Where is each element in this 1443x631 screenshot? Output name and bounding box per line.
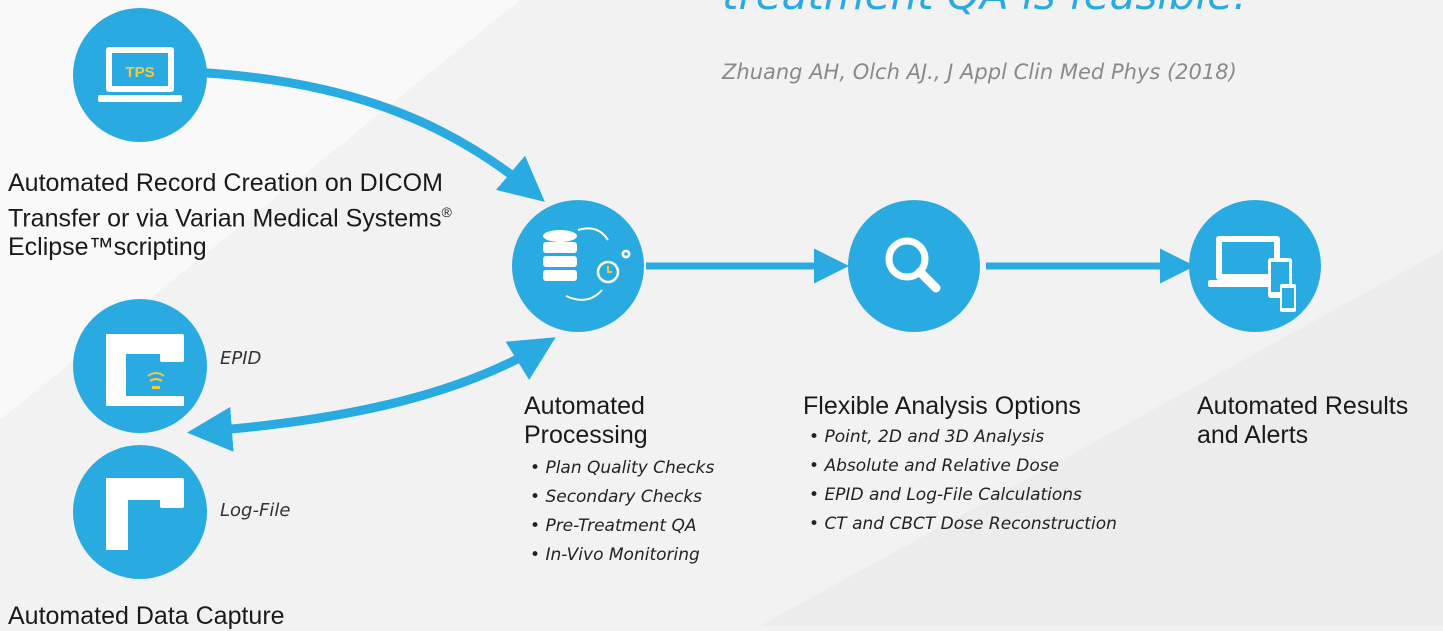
analysis-node xyxy=(848,200,980,332)
capture-caption: Automated Data Capture xyxy=(8,602,285,630)
analysis-bullet: CT and CBCT Dose Reconstruction xyxy=(809,510,1116,539)
epid-icon xyxy=(106,334,184,406)
processing-bullet-list: Plan Quality Checks Secondary Checks Pre… xyxy=(530,454,714,570)
results-title-line: and Alerts xyxy=(1197,421,1309,449)
tps-caption-text: Transfer or via Varian Medical Systems xyxy=(8,204,442,233)
processing-node xyxy=(512,200,644,332)
processing-block: Automated Processing Plan Quality Checks… xyxy=(524,392,714,570)
analysis-bullet: Absolute and Relative Dose xyxy=(809,452,1117,481)
processing-bullet: Plan Quality Checks xyxy=(530,454,714,483)
quote-text: treatment QA is feasible. xyxy=(722,0,1246,19)
processing-title-line: Processing xyxy=(524,421,648,449)
magnifier-icon xyxy=(885,237,941,293)
tps-badge: TPS xyxy=(125,64,154,81)
processing-title-line: Automated xyxy=(524,392,645,420)
tps-caption-line: Eclipse™scripting xyxy=(8,233,207,262)
log-file-icon xyxy=(106,478,184,550)
analysis-bullet: Point, 2D and 3D Analysis xyxy=(809,423,1117,452)
tps-caption-line: Transfer or via Varian Medical Systems® xyxy=(8,198,508,233)
log-file-node xyxy=(73,445,207,579)
processing-bullet: Secondary Checks xyxy=(530,483,714,512)
processing-bullet: In-Vivo Monitoring xyxy=(530,541,714,570)
epid-node xyxy=(73,299,207,433)
processing-bullet: Pre-Treatment QA xyxy=(530,512,714,541)
results-title-line: Automated Results xyxy=(1197,392,1409,420)
tps-to-processing-arrow xyxy=(189,67,545,202)
analysis-block: Flexible Analysis Options Point, 2D and … xyxy=(803,392,1117,539)
processing-title: Automated Processing xyxy=(524,392,714,450)
log-file-label: Log-File xyxy=(220,500,291,521)
tps-caption: Automated Record Creation on DICOM Trans… xyxy=(8,169,508,262)
analysis-bullet-list: Point, 2D and 3D Analysis Absolute and R… xyxy=(809,423,1117,539)
processing-capture-arrow xyxy=(187,337,556,452)
registered-mark: ® xyxy=(441,204,452,220)
analysis-title: Flexible Analysis Options xyxy=(803,392,1081,420)
tps-laptop-icon: TPS xyxy=(98,47,182,102)
citation-text: Zhuang AH, Olch AJ., J Appl Clin Med Phy… xyxy=(722,60,1237,84)
tps-caption-line: Automated Record Creation on DICOM xyxy=(8,169,443,197)
analysis-bullet: EPID and Log-File Calculations xyxy=(809,481,1117,510)
devices-icon xyxy=(1208,236,1296,312)
epid-label: EPID xyxy=(220,348,262,369)
database-process-icon xyxy=(543,227,631,301)
results-title: Automated Results and Alerts xyxy=(1197,392,1408,450)
